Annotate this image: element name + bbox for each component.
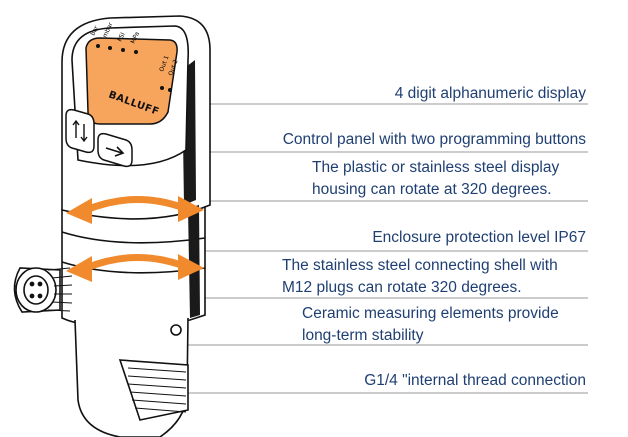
shell-screw [170, 324, 182, 336]
callout-thread: G1/4 "internal thread connection [364, 370, 586, 392]
led-indicator [121, 48, 125, 52]
m12-plug-inner [23, 275, 49, 305]
arrowhead-left-icon [66, 198, 92, 224]
callout-ceramic: Ceramic measuring elements provide long-… [302, 303, 559, 347]
housing-rotation-arrow [82, 195, 188, 214]
unit-label: bar [89, 24, 100, 36]
m12-pin [37, 281, 43, 287]
callout-line: The stainless steel connecting shell wit… [282, 257, 558, 274]
output-leds [160, 86, 172, 92]
callout-housing: The plastic or stainless steel display h… [312, 157, 559, 201]
m12-plug-ridges [47, 267, 73, 312]
arrowhead-left-icon [66, 256, 92, 282]
rotation-arrows [82, 195, 188, 272]
callout-line: Ceramic measuring elements provide [302, 305, 559, 322]
control-panel [65, 108, 133, 168]
unit-label: PSI [116, 31, 126, 43]
up-down-arrow-icon [72, 119, 88, 143]
unit-leds [96, 44, 138, 54]
led-indicator [108, 46, 112, 50]
leader-lines [150, 103, 588, 394]
unit-label: MPa [129, 31, 141, 45]
up-down-button [65, 108, 95, 154]
callout-line: G1/4 "internal thread connection [364, 372, 586, 389]
callout-line: M12 plugs can rotate 320 degrees. [282, 279, 522, 296]
shell-rotation-arrow [82, 253, 188, 272]
callout-display: 4 digit alphanumeric display [395, 83, 586, 105]
callout-line: housing can rotate at 320 degrees. [312, 181, 552, 198]
thread-lines [127, 367, 187, 413]
callout-line: The plastic or stainless steel display [312, 159, 560, 176]
arrowhead-right-icon [178, 196, 204, 222]
callout-control-panel: Control panel with two programming butto… [283, 129, 586, 151]
rotation-arrowheads [66, 196, 204, 282]
lcd-display [85, 37, 178, 125]
shell-shadow [188, 205, 200, 318]
callout-line: Control panel with two programming butto… [282, 131, 586, 148]
callout-line: 4 digit alphanumeric display [394, 85, 586, 102]
callout-connecting-shell: The stainless steel connecting shell wit… [282, 255, 558, 299]
ring-band-upper [61, 231, 206, 244]
callout-line: long-term stability [302, 327, 424, 344]
led-indicator [134, 50, 138, 54]
arrowhead-right-icon [178, 254, 204, 280]
callout-line: Enclosure protection level IP67 [372, 229, 586, 246]
led-indicator [160, 86, 164, 90]
led-indicator [168, 88, 172, 92]
m12-pin [29, 281, 35, 287]
m12-pin [29, 293, 35, 299]
callout-ip67: Enclosure protection level IP67 [372, 227, 586, 249]
right-arrow-icon [105, 146, 125, 157]
m12-pin [37, 293, 43, 299]
led-indicator [96, 44, 100, 48]
